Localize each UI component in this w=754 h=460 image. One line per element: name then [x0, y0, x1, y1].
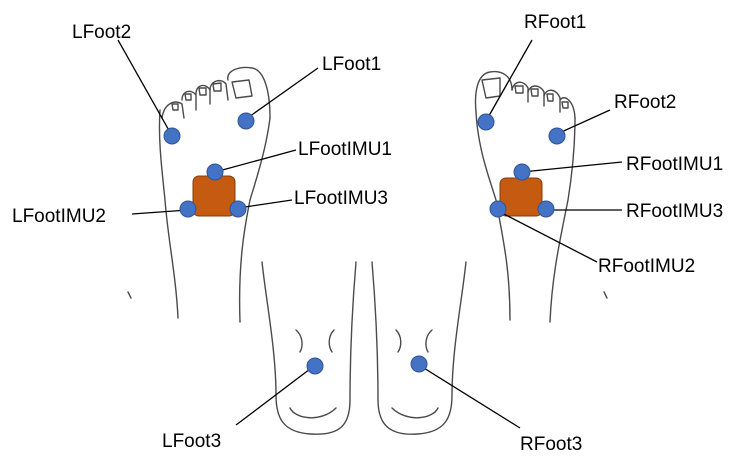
lfoot2-leader — [118, 40, 171, 134]
lfootimu3-label: LFootIMU3 — [294, 188, 388, 209]
lfootimu3-marker — [230, 201, 246, 217]
left-leg-back-view — [262, 262, 356, 434]
lfoot1-leader — [246, 68, 318, 119]
rfoot2-leader — [557, 110, 610, 134]
left-toe-5-nail — [172, 104, 178, 110]
rfootimu2-marker — [490, 201, 506, 217]
lfoot1-label: LFoot1 — [322, 54, 381, 75]
right-ankle-bone-2 — [426, 330, 432, 352]
lfoot1-marker — [238, 113, 254, 129]
rfoot3-marker — [411, 356, 427, 372]
right-big-toe — [476, 72, 512, 112]
right-heel-line — [392, 408, 438, 418]
rfoot1-marker — [478, 114, 494, 130]
rfoot1-label: RFoot1 — [524, 12, 586, 33]
right-leg-back-view — [372, 262, 466, 434]
right-toe-2-nail — [515, 86, 523, 93]
right-toe-5-nail — [562, 102, 568, 108]
left-big-toenail — [232, 80, 252, 98]
lfootimu1-label: LFootIMU1 — [298, 139, 392, 160]
rfootimu3-label: RFootIMU3 — [626, 201, 723, 222]
lfoot3-marker — [307, 358, 323, 374]
rfoot2-label: RFoot2 — [614, 92, 676, 113]
right-foot-arch — [604, 292, 607, 298]
rfoot3-label: RFoot3 — [520, 434, 582, 455]
rfoot2-marker — [549, 128, 565, 144]
left-heel-line — [290, 408, 336, 418]
lfootimu2-marker — [180, 201, 196, 217]
rfootimu1-marker — [514, 164, 530, 180]
rfootimu1-label: RFootIMU1 — [626, 154, 723, 175]
lfoot2-marker — [164, 128, 180, 144]
left-ankle-bone-2 — [329, 330, 334, 352]
lfootimu2-label: LFootIMU2 — [12, 206, 106, 227]
lfootimu1-leader — [215, 150, 296, 172]
rfoot1-leader — [486, 40, 532, 121]
right-toe-2 — [512, 82, 528, 102]
left-leg-outline — [262, 262, 356, 434]
left-toe-3-nail — [199, 88, 206, 95]
left-toe-2-nail — [213, 83, 221, 91]
left-imu-box — [193, 176, 235, 216]
right-toe-3-nail — [531, 89, 538, 96]
rfootimu3-marker — [538, 201, 554, 217]
rfootimu2-label: RFootIMU2 — [598, 256, 695, 277]
lfoot3-label: LFoot3 — [162, 431, 221, 452]
right-leg-outline — [372, 262, 466, 434]
right-toe-4-nail — [547, 94, 553, 101]
left-ankle-bone — [296, 330, 302, 352]
right-ankle-bone — [396, 330, 401, 352]
lfootimu2-leader — [132, 210, 188, 214]
lfootimu1-marker — [207, 164, 223, 180]
left-toe-4-nail — [185, 94, 191, 100]
labels: LFoot2 LFoot1 LFootIMU1 LFootIMU2 LFootI… — [12, 12, 723, 455]
left-foot-arch — [128, 292, 131, 298]
rfoot3-leader — [419, 365, 520, 428]
rfootimu2-leader — [498, 211, 597, 262]
lfoot2-label: LFoot2 — [72, 22, 131, 43]
right-big-toenail — [482, 78, 500, 98]
